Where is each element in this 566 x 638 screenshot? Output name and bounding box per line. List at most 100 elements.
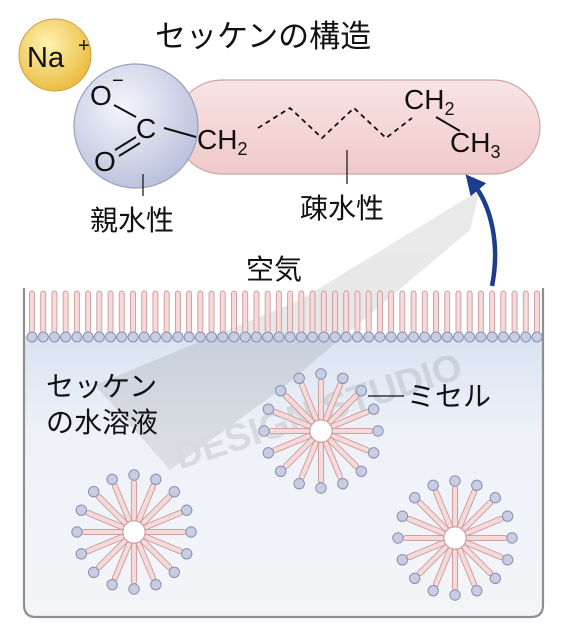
micelle-core (309, 419, 333, 443)
micelle-head (396, 554, 409, 566)
micelle-head (71, 526, 83, 538)
surface-molecule (116, 290, 128, 343)
surface-molecule (93, 290, 105, 343)
micelle-head (506, 532, 518, 544)
micelle-head (258, 425, 270, 437)
hydrophilic-label: 親水性 (90, 204, 174, 237)
surface-molecule (161, 290, 173, 343)
surface-molecule (138, 290, 150, 343)
micelle-tail (144, 528, 187, 536)
micelle-head (392, 532, 404, 544)
micelle-head (501, 554, 514, 566)
sodium-ion (18, 18, 92, 92)
micelle-head (408, 572, 421, 585)
orientation-arrow (465, 174, 498, 287)
micelle-head (87, 566, 100, 579)
surface-molecule (340, 290, 352, 343)
micelle-head (262, 447, 275, 459)
carbon-label: C (136, 113, 156, 144)
micelle-head (372, 425, 384, 437)
ch2-first: CH2 (197, 124, 247, 159)
micelle-head (471, 479, 483, 492)
micelle-head (180, 504, 193, 516)
diagram-title: セッケンの構造 (155, 19, 371, 55)
micelle-head (293, 372, 305, 385)
sodium-charge: + (78, 35, 90, 57)
micelles (71, 368, 518, 601)
bond-c-ch2 (163, 127, 197, 138)
surface-molecule (172, 290, 184, 343)
surface-molecule (262, 290, 274, 343)
surface-molecule (273, 290, 285, 343)
micelle-tail (317, 441, 325, 484)
surface-molecule (127, 290, 139, 343)
surface-molecule (464, 290, 476, 343)
micelle-head (408, 491, 421, 504)
micelle-tail (451, 485, 459, 528)
surface-molecule (363, 290, 375, 343)
micelle (392, 475, 518, 601)
surface-molecule (475, 290, 487, 343)
surface-molecule (26, 290, 38, 343)
micelle-head (315, 368, 327, 380)
micelle-tail (451, 548, 459, 591)
surface-molecule (396, 290, 408, 343)
micelle-head (315, 482, 327, 494)
surface-molecule (509, 290, 521, 343)
oxygen-charge: − (112, 70, 124, 92)
micelle-head (274, 465, 287, 478)
micelle-head (449, 589, 461, 601)
micelle-tail (81, 528, 124, 536)
surface-molecule (217, 290, 229, 343)
micelle-head (150, 473, 162, 486)
surface-molecule (48, 290, 60, 343)
micelle-head (367, 447, 380, 459)
surface-molecule (206, 290, 218, 343)
bond-ch2-ch3 (435, 116, 461, 132)
micelle-head (293, 477, 305, 490)
surface-molecule (497, 290, 509, 343)
micelle-head (168, 485, 181, 498)
micelle-tail (268, 427, 311, 435)
solution-label-line1: セッケン (46, 370, 157, 403)
micelle (258, 368, 384, 494)
surface-molecule (239, 290, 251, 343)
micelle-head (427, 584, 439, 597)
micelle-head (168, 566, 181, 579)
micelle-head (262, 403, 275, 415)
solution-label-line2: の水溶液 (46, 406, 158, 439)
surface-molecule (228, 290, 240, 343)
surface-molecule (486, 290, 498, 343)
micelle-tail (130, 479, 138, 522)
micelle-tail (402, 534, 445, 542)
container (22, 288, 545, 619)
micelle-head (471, 584, 483, 597)
surface-molecule (105, 290, 117, 343)
surface-molecule (441, 290, 453, 343)
micelle-head (501, 510, 514, 522)
surface-molecule (318, 290, 330, 343)
bond-c-o-single (113, 104, 137, 118)
micelle-head (106, 473, 118, 486)
surface-molecule (531, 290, 543, 343)
surface-molecule (520, 290, 532, 343)
micelle-head (489, 491, 502, 504)
surface-molecule (183, 290, 195, 343)
micelle-head (128, 583, 140, 595)
surface-molecule (194, 290, 206, 343)
micelle-head (367, 403, 380, 415)
surface-molecule (329, 290, 341, 343)
micelle-head (355, 384, 368, 397)
surface-molecule (374, 290, 386, 343)
micelle-tail (130, 542, 138, 585)
micelle-head (274, 384, 287, 397)
micelle-head (185, 526, 197, 538)
micelle-head (128, 469, 140, 481)
surface-monolayer (26, 290, 543, 343)
ch2-last: CH2 (404, 84, 454, 119)
surface-molecule (419, 290, 431, 343)
micelle-head (87, 485, 100, 498)
micelle-head (150, 578, 162, 591)
micelle-head (337, 372, 349, 385)
